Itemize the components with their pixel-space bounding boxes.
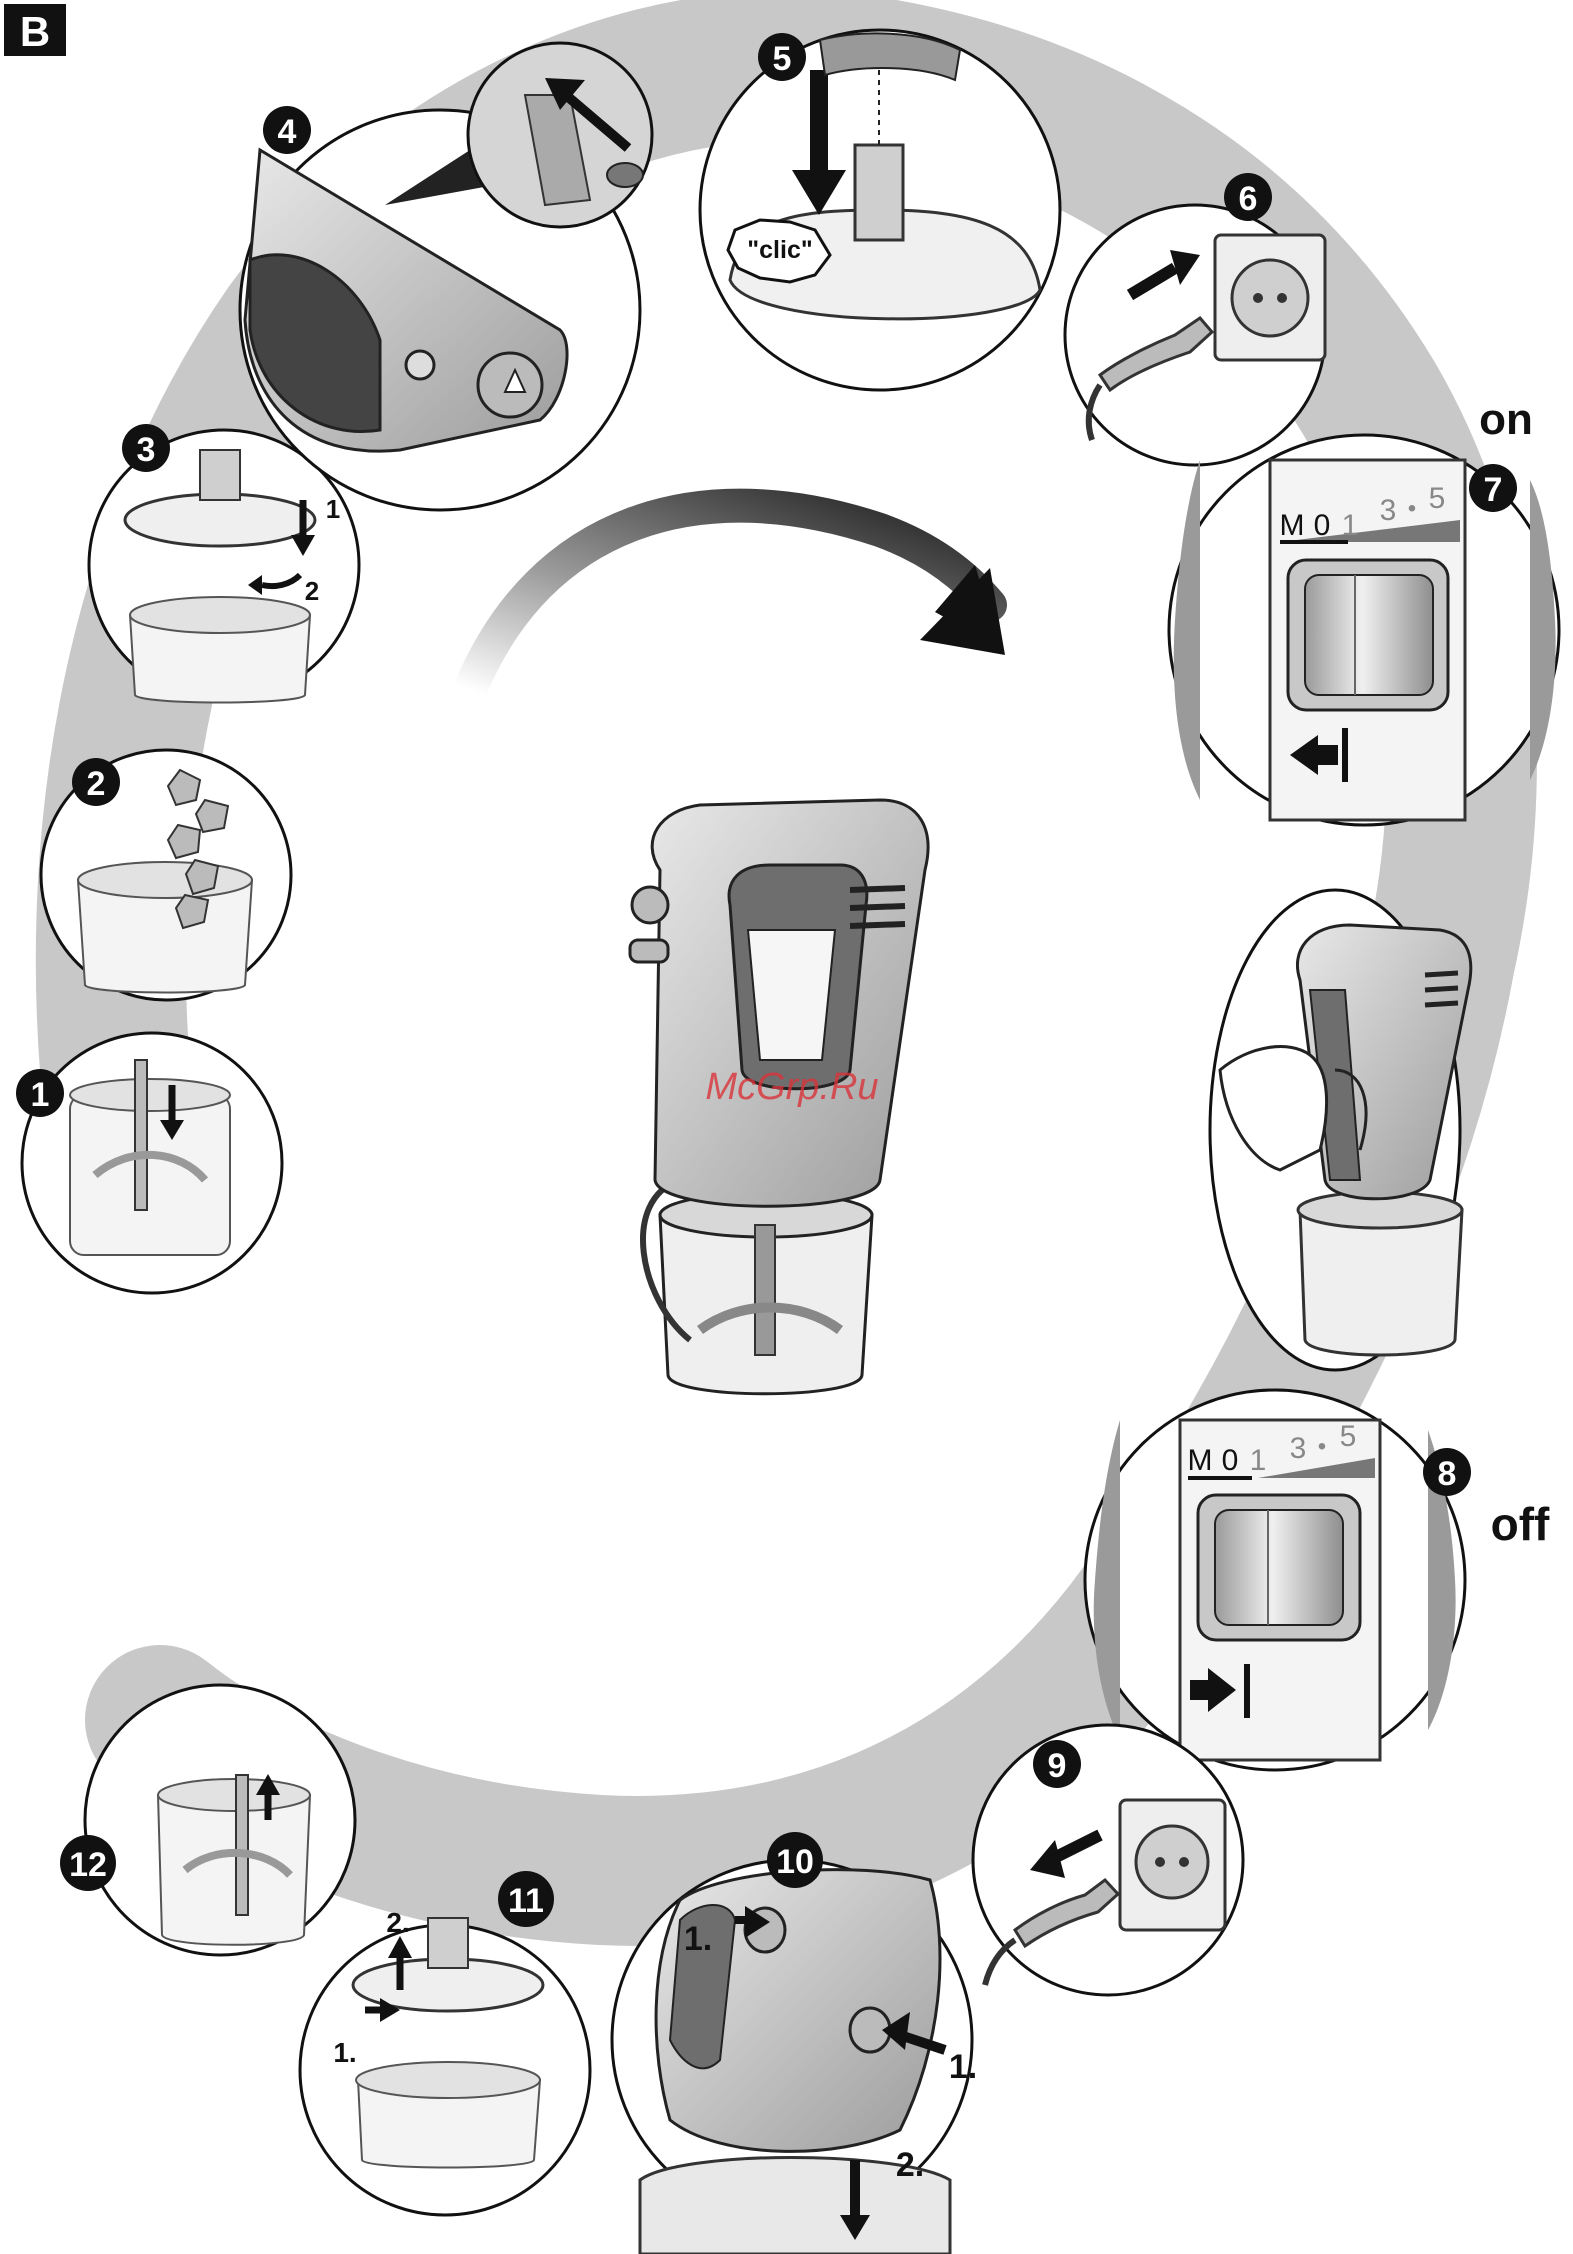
step-3-sub-2: 2 (305, 576, 319, 606)
dial-zero-label-off: 0 (1222, 1444, 1239, 1477)
step-6-badge: 6 (1224, 173, 1272, 221)
step-9-panel (973, 1725, 1243, 1995)
step-10-panel (612, 1860, 972, 2254)
step-8-badge: 8 (1423, 1448, 1471, 1496)
step-11-badge: 11 (498, 1871, 554, 1927)
step-10-sub-1a: 1. (684, 1920, 712, 1958)
step-5-panel (700, 30, 1060, 390)
dial-one-label-off: 1 (1250, 1444, 1267, 1477)
step-3-number: 3 (137, 431, 156, 469)
step-11-sub-1: 1. (333, 2037, 356, 2068)
section-label: B (20, 8, 50, 55)
operating-hand-panel (1210, 890, 1471, 1370)
step-10-sub-2: 2. (896, 2146, 924, 2184)
step-9-badge: 9 (1033, 1740, 1081, 1788)
dial-dot-label-off: • (1318, 1433, 1326, 1460)
step-9-number: 9 (1048, 1747, 1067, 1785)
step-3-panel (89, 430, 359, 703)
state-off-label: off (1491, 1498, 1550, 1550)
step-1-panel (22, 1033, 282, 1293)
watermark-text: McGrp.Ru (705, 1066, 878, 1108)
step-8-number: 8 (1438, 1455, 1457, 1493)
step-5-number: 5 (773, 40, 792, 78)
dial-zero-label: 0 (1314, 509, 1331, 542)
step-2-badge: 2 (72, 758, 120, 806)
step-6-number: 6 (1239, 180, 1258, 218)
step-10-sub-1b: 1. (949, 2048, 977, 2086)
step-11-number: 11 (508, 1882, 544, 1920)
step-10-number: 10 (776, 1843, 814, 1881)
step-1-badge: 1 (16, 1069, 64, 1117)
step-8-panel (1085, 1390, 1465, 1770)
dial-one-label: 1 (1342, 509, 1359, 542)
step-1-number: 1 (31, 1076, 50, 1114)
dial-three-label: 3 (1380, 494, 1397, 527)
step-5-badge: 5 (758, 33, 806, 81)
step-10-badge: 10 (767, 1832, 823, 1888)
step-4-number: 4 (278, 113, 297, 151)
step-3-badge: 3 (122, 424, 170, 472)
dial-five-label-off: 5 (1340, 1420, 1357, 1453)
dial-dot-label: • (1408, 495, 1416, 522)
step-12-badge: 12 (60, 1835, 116, 1891)
step-7-badge: 7 (1469, 464, 1517, 512)
step-5-sound-label: "clic" (747, 236, 812, 264)
central-rotation-arrow (470, 506, 1005, 690)
step-11-sub-2: 2. (386, 1907, 409, 1938)
step-12-panel (85, 1685, 355, 1955)
dial-five-label: 5 (1429, 482, 1446, 515)
dial-m-label: M (1280, 509, 1305, 542)
dial-m-label-off: M (1188, 1444, 1213, 1477)
step-7-number: 7 (1484, 471, 1503, 509)
step-6-panel (1065, 205, 1325, 465)
state-on-label: on (1479, 395, 1533, 444)
step-4-badge: 4 (263, 106, 311, 154)
dial-three-label-off: 3 (1290, 1432, 1307, 1465)
step-2-number: 2 (87, 765, 106, 803)
step-12-number: 12 (69, 1846, 107, 1884)
step-3-sub-1: 1 (326, 494, 340, 524)
